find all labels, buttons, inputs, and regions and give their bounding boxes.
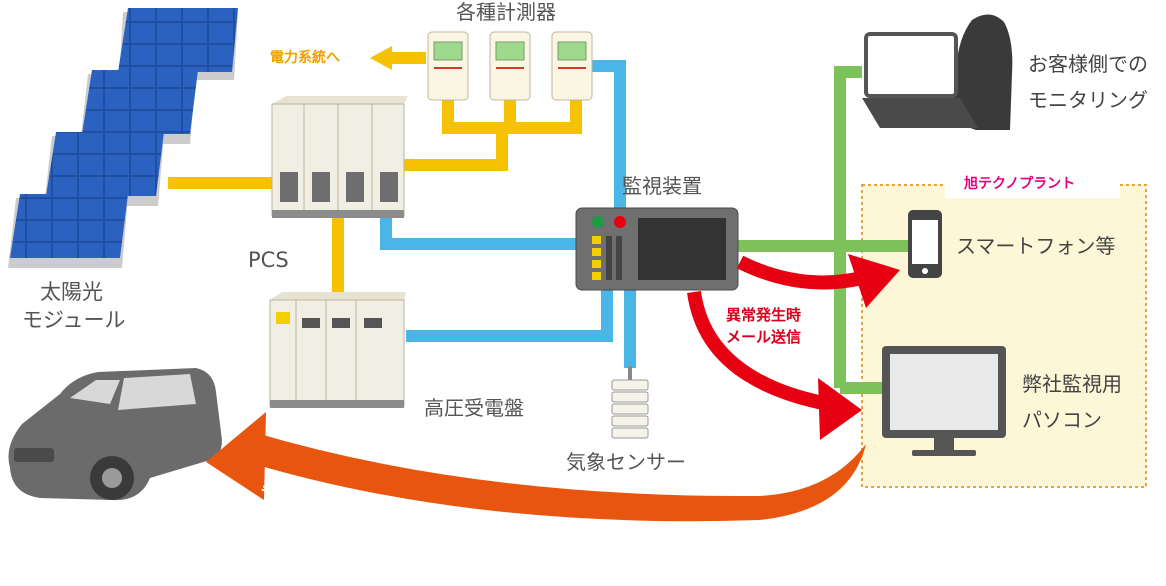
pc-label-line2: パソコン: [1022, 408, 1102, 432]
solar-panel-icon: [8, 194, 128, 268]
signal-lines: [380, 60, 636, 368]
company-area: [861, 184, 1147, 488]
person-icon: [950, 14, 1013, 130]
alert-label-line1: 異常発生時: [726, 306, 802, 324]
desktop-pc-icon: [882, 346, 1006, 456]
alert-arrow-head: [848, 254, 900, 308]
meter-group: [427, 31, 593, 101]
switchgear-label: 高圧受電盤: [424, 396, 524, 420]
grid-label: 電力系統へ: [270, 50, 340, 66]
monitoring-device-icon: [575, 207, 739, 291]
solar-panel-icon: [80, 70, 198, 144]
pc-label-line1: 弊社監視用: [1022, 372, 1122, 396]
solar-panel-icon: [118, 8, 238, 80]
network-lines: [738, 66, 908, 394]
emergency-arrow-head: [206, 412, 266, 500]
solar-label-line2: モジュール: [22, 308, 126, 332]
alert-label-line2: メール送信: [726, 328, 802, 346]
car-icon: [8, 368, 222, 501]
meter-icon: [551, 31, 593, 101]
pcs-cabinet-icon: [271, 96, 408, 218]
monitor-label: 監視装置: [622, 174, 702, 198]
power-lines: [168, 52, 582, 295]
solar-panel-icon: [44, 132, 164, 206]
solar-label-line1: 太陽光: [40, 280, 103, 304]
laptop-icon: [862, 32, 978, 128]
meter-icon: [489, 31, 531, 101]
company-label: 旭テクノプラント: [964, 176, 1076, 192]
meter-icon: [427, 31, 469, 101]
grid-arrow: [370, 46, 392, 70]
alert-arrow: [736, 255, 864, 290]
pcs-label: PCS: [248, 248, 289, 272]
customer-label-line2: モニタリング: [1028, 88, 1148, 112]
alert-arrow-head: [818, 378, 862, 440]
smartphone-label: スマートフォン等: [956, 234, 1116, 258]
switchgear-icon: [269, 292, 406, 408]
meters-label: 各種計測器: [456, 0, 556, 24]
emergency-arrow: [228, 430, 866, 522]
alert-arrow: [687, 290, 830, 411]
weather-sensor-icon: [611, 366, 649, 439]
weather-label: 気象センサー: [566, 450, 686, 474]
customer-label-line1: お客様側での: [1028, 52, 1148, 76]
smartphone-icon: [908, 210, 942, 278]
solar-module-group: [8, 8, 238, 268]
